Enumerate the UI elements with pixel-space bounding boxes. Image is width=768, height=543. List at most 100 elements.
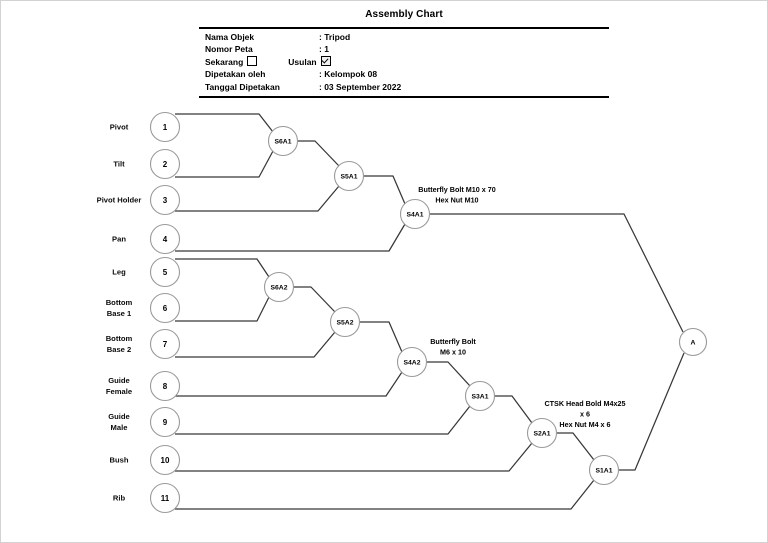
usulan-checkbox — [320, 55, 331, 66]
header-row-tanggal-dipetakan: Tanggal Dipetakan : 03 September 2022 — [205, 81, 609, 93]
edge-s1a1-to-a — [618, 352, 685, 471]
edge-8-to-s4a2 — [175, 371, 403, 397]
part-circle-7 — [149, 328, 181, 360]
part-number-10: 10 — [161, 456, 170, 465]
part-label-rib: Rib — [113, 494, 126, 503]
part-label-guide-female: Guide — [108, 376, 130, 385]
edge-7-to-s5a2 — [175, 331, 336, 358]
assembly-label-s4a1: S4A1 — [406, 211, 423, 218]
part-number-2: 2 — [163, 160, 168, 169]
assembly-label-s6a1: S6A1 — [274, 138, 291, 145]
header-row-nomor-peta: Nomor Peta : 1 — [205, 43, 609, 55]
assembly-node-s5a1 — [333, 160, 365, 192]
page-title: Assembly Chart — [365, 9, 443, 20]
part-circle-3 — [149, 184, 181, 216]
field-value: : 1 — [319, 44, 329, 55]
edge-s2a1-to-s1a1 — [556, 432, 595, 461]
assembly-label-s5a1: S5A1 — [340, 173, 357, 180]
edge-5-to-s6a2 — [175, 258, 270, 278]
part-number-8: 8 — [163, 382, 168, 391]
edge-s5a1-to-s4a1 — [363, 175, 406, 205]
field-label: Dipetakan oleh — [205, 69, 266, 80]
part-circle-4 — [149, 223, 181, 255]
edge-11-to-s1a1 — [175, 479, 595, 510]
part-number-4: 4 — [163, 235, 168, 244]
assembly-label-s4a2: S4A2 — [403, 359, 420, 366]
part-circle-5 — [149, 256, 181, 288]
usulan-label: Usulan — [288, 56, 317, 67]
part-number-11: 11 — [161, 494, 170, 503]
assembly-label-s5a2: S5A2 — [336, 319, 353, 326]
field-label: Nama Objek — [205, 32, 255, 42]
part-number-5: 5 — [163, 268, 168, 277]
edge-10-to-s2a1 — [175, 442, 533, 472]
part-label-leg: Leg — [112, 268, 126, 277]
assembly-label-s6a2: S6A2 — [270, 284, 287, 291]
part-label-bottom-base-2: Bottom — [106, 334, 133, 343]
part-circle-1 — [149, 111, 181, 143]
field-label: Nomor Peta — [205, 44, 253, 55]
edge-s3a1-to-s2a1 — [494, 395, 533, 424]
header-info-table: Nama Objek : Tripod Nomor Peta : 1 Sekaran… — [199, 27, 609, 99]
part-number-7: 7 — [163, 340, 168, 349]
part-circle-10 — [149, 444, 181, 476]
assembly-node-s4a2 — [396, 346, 428, 378]
part-label-bottom-base-1: Base 1 — [107, 309, 132, 318]
field-value: : Tripod — [319, 32, 351, 42]
part-label-pan: Pan — [112, 235, 126, 244]
fastener-note-ctsk-head-bold-m4x25-line-2: x 6 — [580, 410, 590, 419]
fastener-note-butterfly-bolt-line-2: M6 x 10 — [440, 348, 466, 357]
part-label-bottom-base-2: Base 2 — [107, 345, 132, 354]
assembly-node-s3a1 — [464, 380, 496, 412]
assembly-node-s6a2 — [263, 271, 295, 303]
part-label-bottom-base-1: Bottom — [106, 298, 133, 307]
part-circle-9 — [149, 406, 181, 438]
assembly-node-s5a2 — [329, 306, 361, 338]
part-label-pivot-holder: Pivot Holder — [97, 196, 142, 205]
part-circle-2 — [149, 148, 181, 180]
part-label-tilt: Tilt — [113, 160, 125, 169]
header: Assembly Chart Nama Objek : Tripod Nomor … — [199, 7, 609, 99]
field-label: Tanggal Dipetakan — [205, 81, 280, 92]
assembly-label-s3a1: S3A1 — [471, 393, 488, 400]
fastener-note-butterfly-bolt-m10-x-70-line-2: Hex Nut M10 — [435, 196, 478, 205]
assembly-label-s1a1: S1A1 — [595, 467, 612, 474]
assembly-node-s6a1 — [267, 125, 299, 157]
part-circle-6 — [149, 292, 181, 324]
edge-9-to-s3a1 — [175, 405, 471, 435]
part-number-1: 1 — [163, 123, 168, 132]
header-row-nama-objek: Nama Objek : Tripod — [205, 31, 609, 43]
assembly-label-s2a1: S2A1 — [533, 430, 550, 437]
sekarang-label: Sekarang — [205, 56, 244, 67]
fastener-note-ctsk-head-bold-m4x25-line-1: CTSK Head Bold M4x25 — [544, 399, 625, 408]
part-number-9: 9 — [163, 418, 168, 427]
part-label-guide-female: Female — [106, 387, 132, 396]
assembly-node-s1a1 — [588, 454, 620, 486]
edge-s4a1-to-a — [429, 213, 684, 333]
edge-4-to-s4a1 — [175, 223, 406, 252]
part-label-guide-male: Guide — [108, 412, 130, 421]
fastener-note-butterfly-bolt-m10-x-70-line-1: Butterfly Bolt M10 x 70 — [418, 185, 495, 194]
assembly-node-s4a1 — [399, 198, 431, 230]
assembly-node-a — [678, 327, 708, 357]
assembly-label-a: A — [691, 339, 696, 346]
edge-s5a2-to-s4a2 — [359, 321, 403, 353]
edge-2-to-s6a1 — [175, 150, 274, 178]
edge-3-to-s5a1 — [175, 185, 340, 212]
edge-s6a1-to-s5a1 — [297, 140, 340, 167]
field-value: : Kelompok 08 — [319, 69, 378, 80]
fastener-note-ctsk-head-bold-m4x25-line-3: Hex Nut M4 x 6 — [559, 420, 610, 429]
sekarang-checkbox — [247, 55, 258, 66]
part-circle-11 — [149, 482, 181, 514]
edge-6-to-s6a2 — [175, 296, 270, 322]
assembly-node-s2a1 — [526, 417, 558, 449]
field-value: : 03 September 2022 — [319, 81, 402, 92]
edge-s4a2-to-s3a1 — [426, 361, 471, 387]
part-label-guide-male: Male — [111, 423, 128, 432]
edge-1-to-s6a1 — [175, 113, 274, 133]
edge-s6a2-to-s5a2 — [293, 286, 336, 313]
header-row-dipetakan-oleh: Dipetakan oleh : Kelompok 08 — [205, 68, 609, 80]
status-row: Sekarang Usulan — [205, 55, 609, 68]
